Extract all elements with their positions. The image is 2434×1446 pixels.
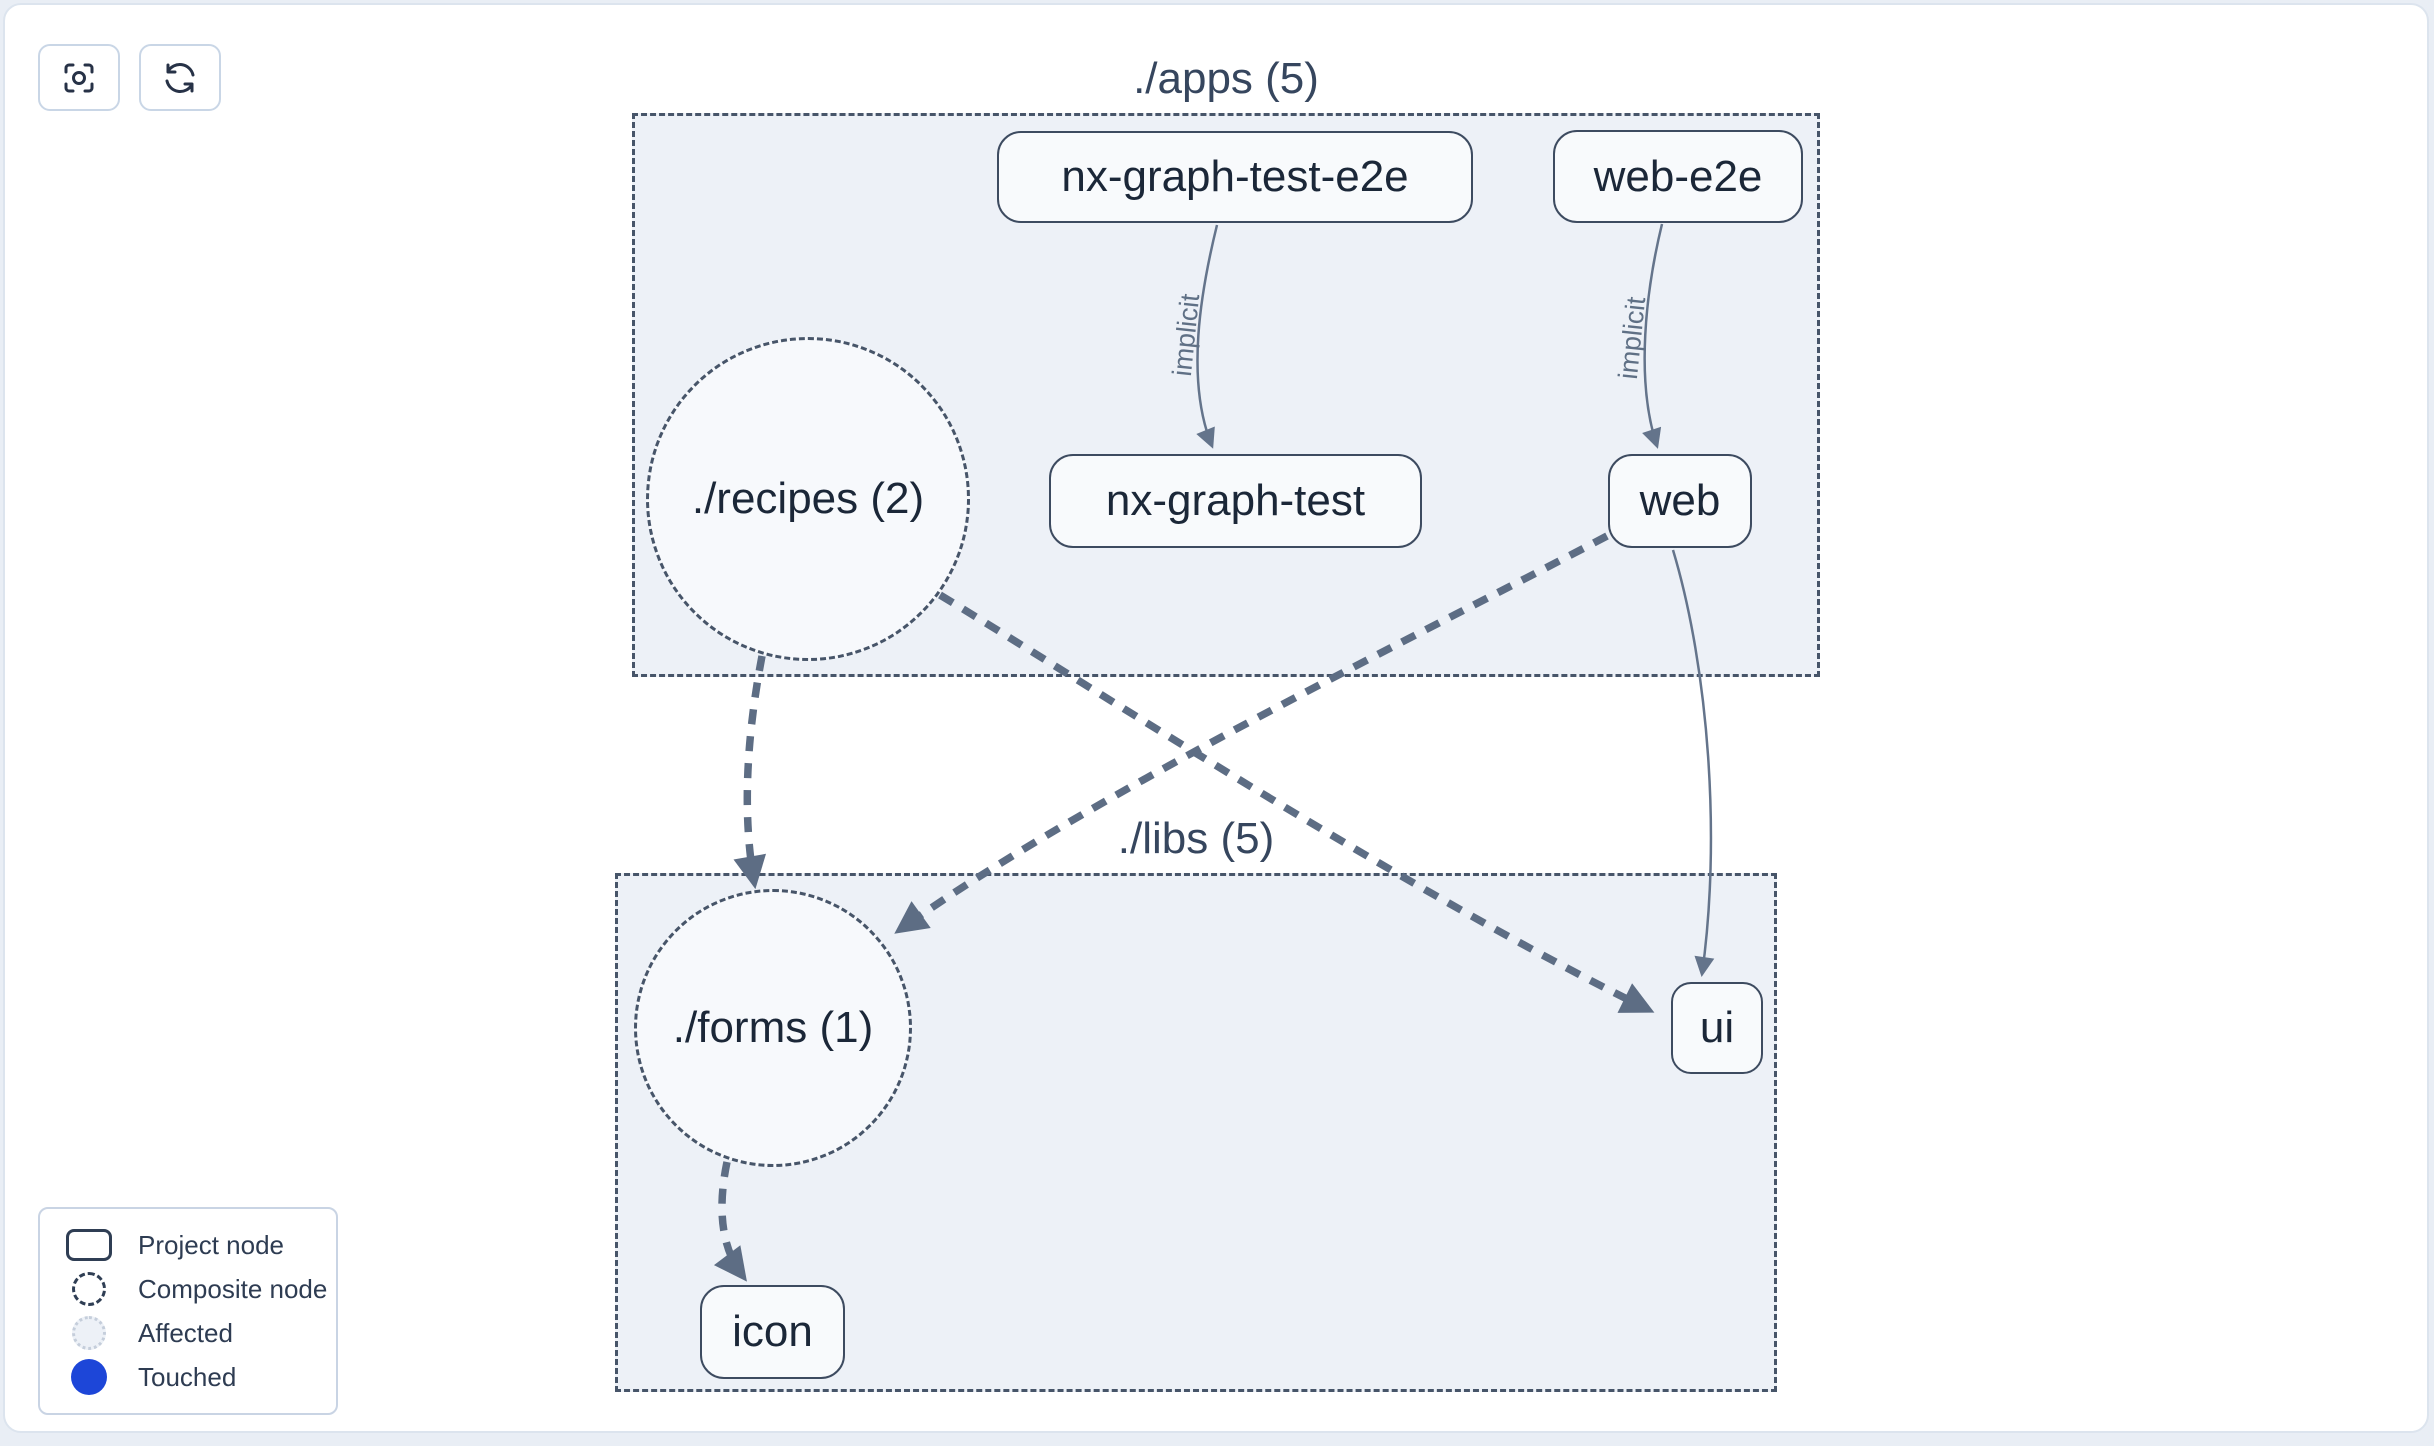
- group-label-libs: ./libs (5): [1117, 814, 1275, 863]
- edge-recipes-to-forms: [733, 655, 767, 890]
- legend-row-touched: Touched: [40, 1355, 336, 1399]
- graph-canvas[interactable]: implicit implicit ./apps (5) ./libs (5) …: [3, 3, 2429, 1433]
- focus-icon: [62, 61, 96, 95]
- touched-swatch-icon: [71, 1359, 107, 1395]
- legend: Project node Composite node Affected Tou…: [38, 1207, 338, 1415]
- node-nx-graph-test-e2e[interactable]: nx-graph-test-e2e: [997, 131, 1473, 223]
- composite-node-forms[interactable]: ./forms (1): [634, 889, 912, 1167]
- edge-forms-to-icon: [713, 1161, 747, 1282]
- node-icon[interactable]: icon: [700, 1285, 845, 1379]
- node-ui[interactable]: ui: [1671, 982, 1763, 1074]
- edge-label-implicit-1: implicit: [1167, 292, 1206, 378]
- group-label-apps: ./apps (5): [1133, 54, 1319, 103]
- node-nx-graph-test[interactable]: nx-graph-test: [1049, 454, 1422, 548]
- node-web-e2e[interactable]: web-e2e: [1553, 130, 1803, 223]
- edge-nx-graph-test-e2e-to-nx-graph-test: [1196, 224, 1219, 449]
- legend-label-composite-node: Composite node: [138, 1273, 328, 1304]
- legend-label-touched: Touched: [138, 1361, 237, 1392]
- toolbar: [38, 44, 221, 111]
- edges-layer: implicit implicit: [713, 223, 1715, 1282]
- refresh-icon: [162, 61, 198, 95]
- edge-recipes-to-ui: [938, 591, 1655, 1013]
- composite-node-swatch-icon: [72, 1272, 106, 1306]
- edge-web-to-forms: [894, 532, 1609, 934]
- legend-row-project-node: Project node: [40, 1223, 336, 1267]
- node-web[interactable]: web: [1608, 454, 1752, 548]
- legend-row-composite-node: Composite node: [40, 1267, 336, 1311]
- legend-label-project-node: Project node: [138, 1229, 284, 1260]
- focus-button[interactable]: [38, 44, 120, 111]
- affected-swatch-icon: [72, 1316, 106, 1350]
- composite-node-recipes[interactable]: ./recipes (2): [646, 337, 970, 661]
- refresh-button[interactable]: [139, 44, 221, 111]
- project-node-swatch-icon: [66, 1229, 112, 1261]
- edge-web-e2e-to-web: [1642, 223, 1664, 449]
- legend-row-affected: Affected: [40, 1311, 336, 1355]
- edge-web-to-ui: [1671, 549, 1715, 977]
- legend-label-affected: Affected: [138, 1317, 233, 1348]
